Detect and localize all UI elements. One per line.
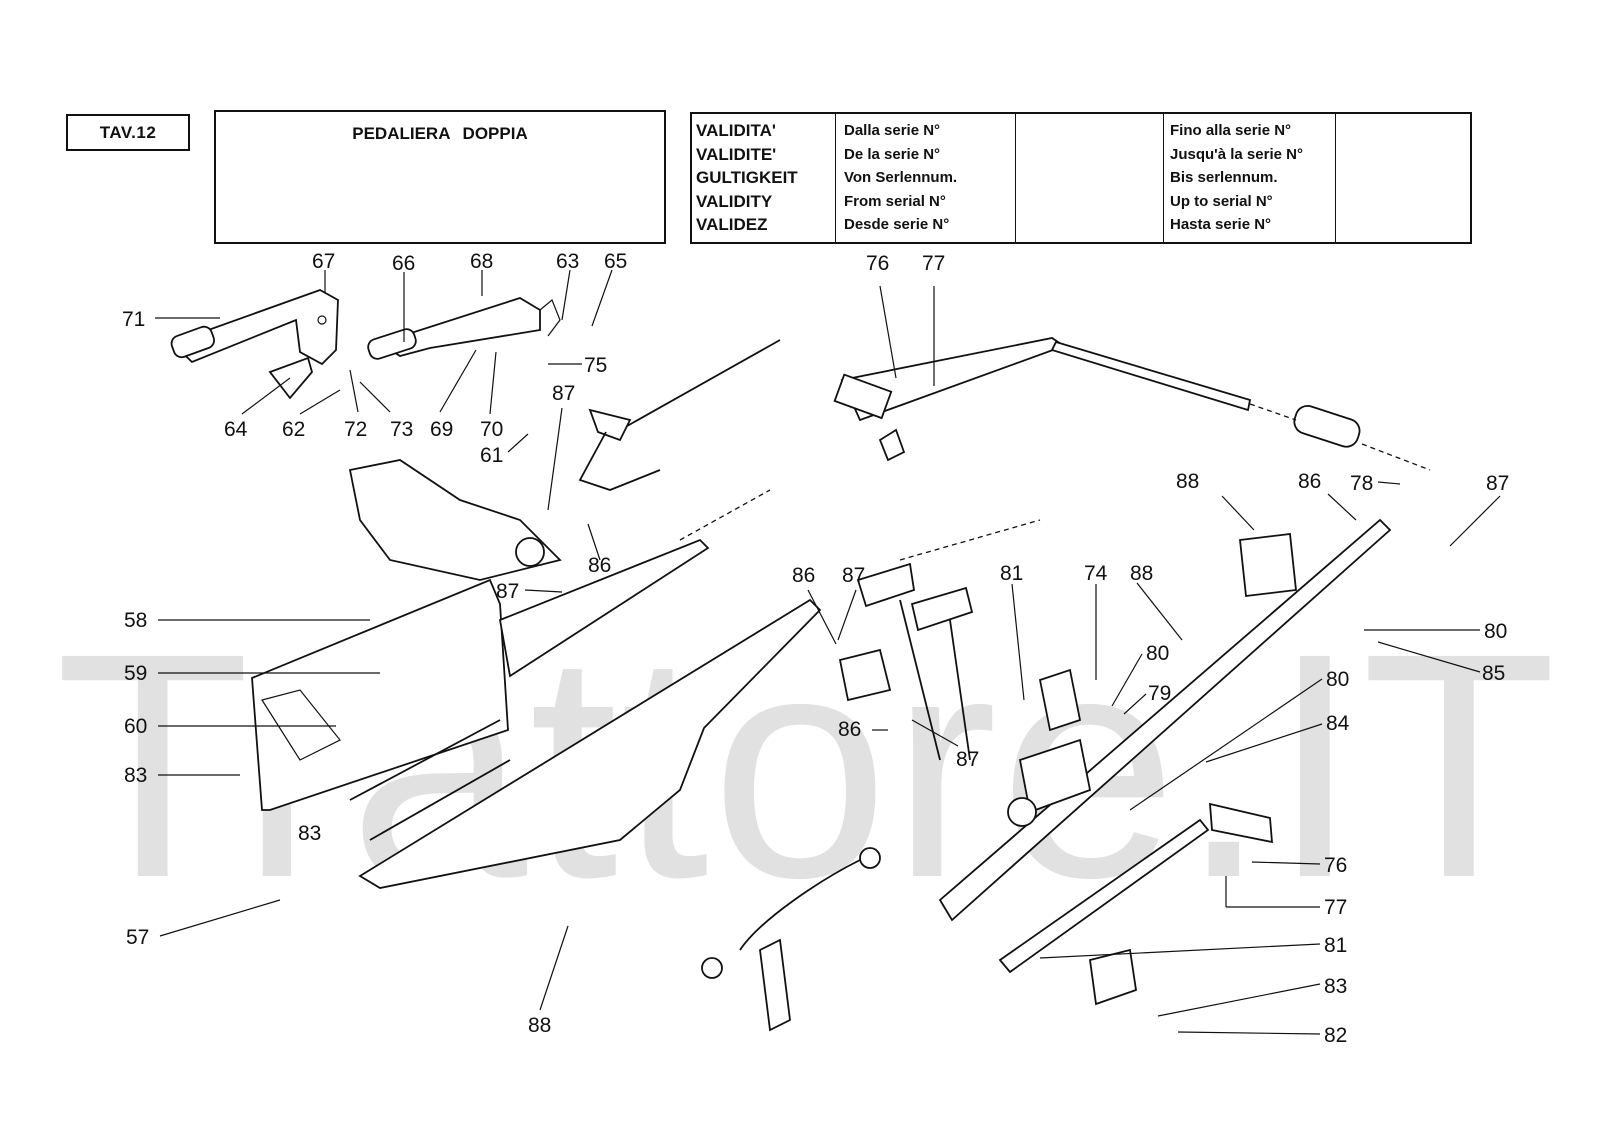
to-label: Jusqu'à la serie N° xyxy=(1170,145,1303,163)
callout-77-b: 77 xyxy=(1324,896,1347,919)
callout-80-a: 80 xyxy=(1146,642,1169,665)
callout-62: 62 xyxy=(282,418,305,441)
validity-label: VALIDITA' xyxy=(696,121,776,140)
callout-65: 65 xyxy=(604,250,627,273)
from-label: From serial N° xyxy=(844,192,946,210)
callout-76-a: 76 xyxy=(866,252,889,275)
callout-75: 75 xyxy=(584,354,607,377)
callout-81-a: 81 xyxy=(1000,562,1023,585)
callout-70: 70 xyxy=(480,418,503,441)
callout-66: 66 xyxy=(392,252,415,275)
callout-57: 57 xyxy=(126,926,149,949)
validity-to-labels: Fino alla serie N° Jusqu'à la serie N° B… xyxy=(1164,114,1336,242)
callout-77-a: 77 xyxy=(922,252,945,275)
callout-86-b: 86 xyxy=(792,564,815,587)
brake-bracket-assembly xyxy=(348,459,1297,732)
to-label: Hasta serie N° xyxy=(1170,216,1272,233)
callout-84: 84 xyxy=(1326,712,1350,735)
callout-74: 74 xyxy=(1084,562,1108,585)
callout-87-a: 87 xyxy=(552,382,575,405)
callout-59: 59 xyxy=(124,662,147,685)
callout-64: 64 xyxy=(224,418,248,441)
validity-label: VALIDEZ xyxy=(696,215,768,234)
validity-labels: VALIDITA' VALIDITE' GULTIGKEIT VALIDITY … xyxy=(692,114,836,242)
callout-86-d: 86 xyxy=(1298,470,1321,493)
callout-83-b: 83 xyxy=(298,822,321,845)
cable-rods xyxy=(349,339,1041,841)
from-label: Desde serie N° xyxy=(844,216,950,233)
callout-82: 82 xyxy=(1324,1024,1347,1047)
callout-80-c: 80 xyxy=(1326,668,1349,691)
callout-86-c: 86 xyxy=(838,718,861,741)
callout-60: 60 xyxy=(124,715,147,738)
validity-label: GULTIGKEIT xyxy=(696,168,798,187)
callout-58: 58 xyxy=(124,609,147,632)
callout-81-b: 81 xyxy=(1324,934,1347,957)
from-label: Dalla serie N° xyxy=(844,122,941,139)
callout-87-d: 87 xyxy=(956,748,979,771)
callout-87-e: 87 xyxy=(1486,472,1509,495)
frame-center-rail xyxy=(358,538,822,889)
callout-88-b: 88 xyxy=(1130,562,1153,585)
callout-80-b: 80 xyxy=(1484,620,1507,643)
callout-71: 71 xyxy=(122,308,145,331)
brake-pedal-assembly xyxy=(838,562,974,761)
to-label: Bis serlennum. xyxy=(1170,169,1278,186)
from-label: De la serie N° xyxy=(844,145,941,163)
callout-68: 68 xyxy=(470,250,493,273)
to-label: Fino alla serie N° xyxy=(1170,122,1292,139)
callout-61: 61 xyxy=(480,444,503,467)
from-serial-value xyxy=(1016,114,1164,242)
leader-lines xyxy=(155,269,1501,1035)
callout-67: 67 xyxy=(312,250,335,273)
validity-label: VALIDITE' xyxy=(696,144,777,164)
validity-table: VALIDITA' VALIDITE' GULTIGKEIT VALIDITY … xyxy=(690,112,1472,244)
callout-85: 85 xyxy=(1482,662,1505,685)
hand-lever-right xyxy=(367,297,561,360)
small-pedal xyxy=(578,408,906,491)
callout-labels: 67 66 68 63 65 71 75 64 62 72 73 69 70 6… xyxy=(122,250,1509,1047)
plate-title: PEDALIERA DOPPIA xyxy=(352,124,528,143)
callout-83-c: 83 xyxy=(1324,975,1347,998)
callout-78: 78 xyxy=(1350,472,1373,495)
linkage-rod xyxy=(701,847,881,1032)
callout-73: 73 xyxy=(390,418,413,441)
frame-right-rail xyxy=(938,518,1392,1006)
callout-87-c: 87 xyxy=(842,564,865,587)
callout-69: 69 xyxy=(430,418,453,441)
validity-from-labels: Dalla serie N° De la serie N° Von Serlen… xyxy=(836,114,1016,242)
callout-87-b: 87 xyxy=(496,580,519,603)
callout-88-a: 88 xyxy=(528,1014,551,1037)
from-label: Von Serlennum. xyxy=(844,169,958,186)
callout-72: 72 xyxy=(344,418,367,441)
callout-76-b: 76 xyxy=(1324,854,1347,877)
validity-label: VALIDITY xyxy=(696,191,773,211)
callout-83-a: 83 xyxy=(124,764,147,787)
pedal-cross-bar xyxy=(833,337,1431,471)
callout-63: 63 xyxy=(556,250,579,273)
callout-88-c: 88 xyxy=(1176,470,1199,493)
hand-lever-left xyxy=(170,289,339,400)
callout-86-a: 86 xyxy=(588,554,611,577)
plate-code: TAV.12 xyxy=(66,114,190,151)
to-label: Up to serial N° xyxy=(1170,192,1273,210)
frame-left-plate xyxy=(251,578,509,811)
callout-79: 79 xyxy=(1148,682,1171,705)
plate-title-box: PEDALIERA DOPPIA xyxy=(214,110,666,244)
